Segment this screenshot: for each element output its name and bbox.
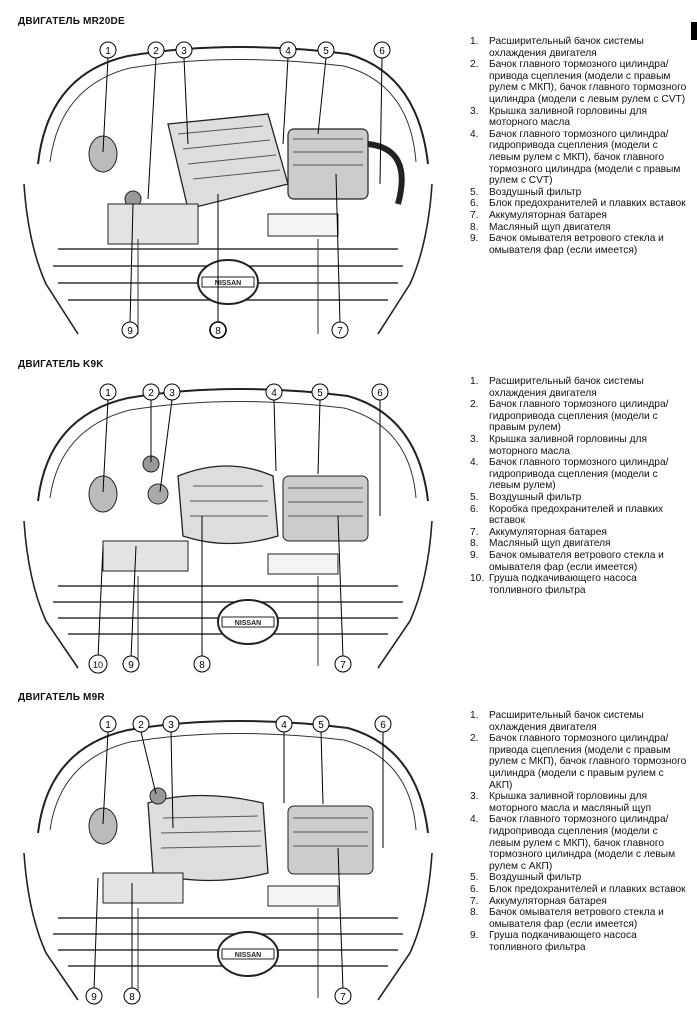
legend-item: 1.Расширительный бачок системы охлаждени…: [470, 710, 644, 733]
svg-text:9: 9: [91, 992, 97, 1003]
svg-text:6: 6: [377, 388, 383, 399]
section-title: ДВИГАТЕЛЬ M9R: [18, 692, 105, 703]
svg-text:7: 7: [340, 660, 346, 671]
legend-list: 1.Расширительный бачок системы охлаждени…: [470, 710, 688, 953]
nissan-badge-text: NISSAN: [235, 620, 261, 627]
callout-3: 3: [175, 41, 193, 59]
legend-item: 2.Бачок главного тормозного цилиндра/гид…: [470, 399, 669, 434]
svg-text:5: 5: [323, 46, 329, 57]
svg-text:3: 3: [181, 46, 187, 57]
callout-4: 4: [265, 383, 283, 401]
engine-bay-diagram: NISSAN 1 2 3 4 5 6 9 8 7: [23, 715, 433, 1005]
legend-item: 3.Крышка заливной горловины для моторног…: [470, 105, 647, 129]
svg-text:4: 4: [281, 720, 287, 731]
callout-1: 1: [99, 383, 117, 401]
svg-text:10: 10: [93, 660, 103, 670]
svg-text:8: 8: [199, 660, 205, 671]
nissan-badge-text: NISSAN: [215, 280, 241, 287]
callout-2: 2: [147, 41, 165, 59]
legend-item: 1.Расширительный бачок системы охлаждени…: [470, 376, 644, 399]
svg-text:2: 2: [148, 388, 154, 399]
engine-bay-diagram: NISSAN 1 2 3 4 5 6 10 9 8 7: [23, 383, 433, 674]
callout-1: 1: [99, 715, 117, 733]
callout-6: 6: [373, 41, 391, 59]
legend-item: 1.Расширительный бачок системы охлаждени…: [470, 36, 644, 59]
svg-text:4: 4: [271, 388, 277, 399]
legend-item: 2.Бачок главного тормозного цилиндра/при…: [470, 733, 687, 791]
svg-text:5: 5: [318, 720, 324, 731]
section-title: ДВИГАТЕЛЬ K9K: [18, 359, 104, 370]
legend-item: 3.Крышка заливной горловины для моторног…: [470, 433, 647, 457]
callout-7: 7: [334, 655, 352, 673]
svg-text:6: 6: [380, 720, 386, 731]
callout-2: 2: [142, 383, 160, 401]
callout-6: 6: [374, 715, 392, 733]
callout-5: 5: [312, 715, 330, 733]
legend-item: 4.Бачок главного тормозного цилиндра/гид…: [470, 814, 676, 872]
legend-list: 1.Расширительный бачок системы охлаждени…: [470, 36, 688, 256]
callout-9: 9: [122, 655, 140, 673]
section-title: ДВИГАТЕЛЬ MR20DE: [18, 16, 125, 27]
legend-item: 8.Бачок омывателя ветрового стекла и омы…: [470, 907, 664, 930]
legend-item: 3.Крышка заливной горловины для моторног…: [470, 791, 652, 814]
svg-text:3: 3: [169, 388, 175, 399]
callout-9: 9: [85, 987, 103, 1005]
legend-item: 6.Коробка предохранителей и плавких вста…: [470, 503, 664, 527]
callout-1: 1: [99, 41, 117, 59]
svg-text:2: 2: [153, 46, 159, 57]
svg-text:1: 1: [105, 388, 111, 399]
callout-8: 8: [209, 321, 227, 339]
legend-item: 5.Воздушный фильтр: [470, 186, 582, 198]
callout-9: 9: [121, 321, 139, 339]
callout-5: 5: [317, 41, 335, 59]
svg-text:9: 9: [127, 326, 133, 337]
legend-item: 9.Груша подкачивающего насоса топливного…: [470, 930, 637, 953]
svg-text:3: 3: [168, 720, 174, 731]
svg-text:7: 7: [340, 992, 346, 1003]
callout-8: 8: [193, 655, 211, 673]
legend-item: 4.Бачок главного тормозного цилиндра/гид…: [470, 128, 681, 187]
svg-text:4: 4: [285, 46, 291, 57]
callout-8: 8: [123, 987, 141, 1005]
svg-text:8: 8: [215, 326, 221, 337]
callout-4: 4: [279, 41, 297, 59]
legend-item: 8.Масляный щуп двигателя: [470, 221, 611, 233]
legend-item: 7.Аккумуляторная батарея: [470, 209, 607, 221]
legend-list: 1.Расширительный бачок системы охлаждени…: [470, 376, 688, 596]
legend-item: 4.Бачок главного тормозного цилиндра/гид…: [470, 457, 669, 492]
callout-6: 6: [371, 383, 389, 401]
engine-bay-diagram: NISSAN 1 2 3 4 5 6 9 8 7: [23, 41, 433, 339]
legend-item: 8.Масляный щуп двигателя: [470, 538, 611, 550]
legend-item: 10.Груша подкачивающего насоса топливног…: [470, 573, 637, 596]
legend-item: 2.Бачок главного тормозного цилиндра/при…: [470, 59, 687, 105]
page-edge-tab-marker: [691, 22, 697, 40]
callout-7: 7: [334, 987, 352, 1005]
svg-text:9: 9: [128, 660, 134, 671]
callout-7: 7: [331, 321, 349, 339]
callout-3: 3: [162, 715, 180, 733]
svg-text:8: 8: [129, 992, 135, 1003]
svg-text:5: 5: [317, 388, 323, 399]
svg-text:1: 1: [105, 46, 111, 57]
callout-10: 10: [88, 654, 108, 674]
legend-item: 5.Воздушный фильтр: [470, 872, 582, 884]
svg-text:7: 7: [337, 326, 343, 337]
svg-text:6: 6: [379, 46, 385, 57]
legend-item: 9.Бачок омывателя ветрового стекла и омы…: [470, 549, 664, 573]
legend-item: 6.Блок предохранителей и плавких вставок: [470, 198, 686, 210]
nissan-badge-text: NISSAN: [235, 952, 261, 959]
legend-item: 6.Блок предохранителей и плавких вставок: [470, 883, 686, 895]
legend-item: 9.Бачок омывателя ветрового стекла и омы…: [470, 233, 664, 256]
legend-item: 7.Аккумуляторная батарея: [470, 895, 607, 907]
legend-item: 7.Аккумуляторная батарея: [470, 526, 607, 538]
svg-text:2: 2: [138, 720, 144, 731]
svg-text:1: 1: [105, 720, 111, 731]
callout-2: 2: [132, 715, 150, 733]
callout-3: 3: [163, 383, 181, 401]
callout-4: 4: [275, 715, 293, 733]
callout-5: 5: [311, 383, 329, 401]
legend-item: 5.Воздушный фильтр: [470, 491, 582, 503]
